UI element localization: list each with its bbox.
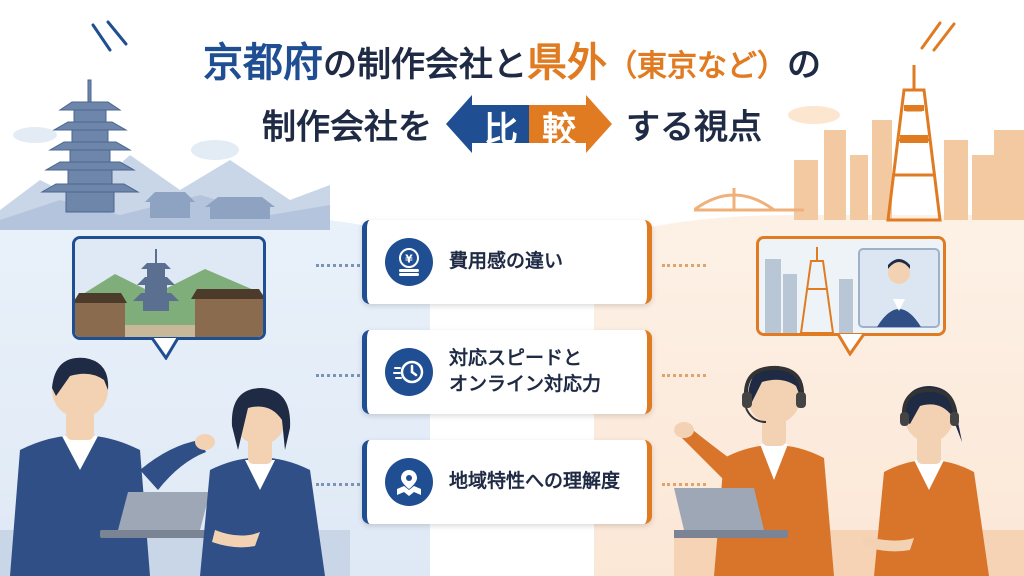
accent-strokes-left <box>91 20 128 52</box>
connector-right-2 <box>662 374 706 377</box>
connector-left-1 <box>316 264 360 267</box>
connector-left-2 <box>316 374 360 377</box>
double-arrow-icon <box>446 95 612 153</box>
kyoto-street-illustration <box>75 239 263 337</box>
title-line2-tail: する視点 <box>626 107 762 148</box>
title-paren: （東京など） <box>607 49 787 84</box>
compare-arrows: 比 較 <box>446 95 612 153</box>
connector-right-1 <box>662 264 706 267</box>
card-region: 地域特性への理解度 <box>362 440 652 524</box>
card-speed-label-line1: 対応スピードと <box>449 347 583 370</box>
clock-speed-icon <box>385 348 433 396</box>
title-line-1: 京都府の制作会社と県外（東京など）の <box>0 30 1024 88</box>
map-pin-icon <box>385 458 433 506</box>
card-speed-label: 対応スピードと オンライン対応力 <box>449 346 601 397</box>
tokyo-skyline-illustration <box>694 65 1024 222</box>
card-region-label: 地域特性への理解度 <box>449 470 621 493</box>
yen-coin-icon: ¥ <box>385 238 433 286</box>
kyoto-photo-bubble <box>72 236 266 340</box>
title-tail: の <box>787 45 821 85</box>
tokyo-video-bubble <box>756 236 946 336</box>
title-line2-head: 制作会社を <box>262 107 432 148</box>
card-cost: ¥ 費用感の違い <box>362 220 652 304</box>
svg-text:¥: ¥ <box>405 253 413 266</box>
title-line-2: 制作会社を 比 較 する視点 <box>0 95 1024 153</box>
connector-right-3 <box>662 483 706 486</box>
tokyo-staff-illustration <box>674 365 1024 576</box>
kyoto-skyline-illustration <box>0 79 330 230</box>
card-speed-label-line2: オンライン対応力 <box>449 373 602 395</box>
compare-char-2: 較 <box>542 110 576 150</box>
card-cost-label: 費用感の違い <box>449 250 564 273</box>
title-kengai: 県外 <box>527 40 607 86</box>
tokyo-bubble-tail <box>836 334 866 356</box>
accent-strokes-right <box>920 21 956 52</box>
card-speed: 対応スピードと オンライン対応力 <box>362 330 652 414</box>
title-mid: の制作会社と <box>323 45 527 85</box>
tokyo-online-meeting-illustration <box>759 239 943 333</box>
connector-left-3 <box>316 483 360 486</box>
kyoto-bubble-tail <box>150 338 180 360</box>
kyoto-staff-illustration <box>0 357 350 576</box>
compare-char-1: 比 <box>484 110 518 150</box>
title-kyoto: 京都府 <box>203 40 323 86</box>
